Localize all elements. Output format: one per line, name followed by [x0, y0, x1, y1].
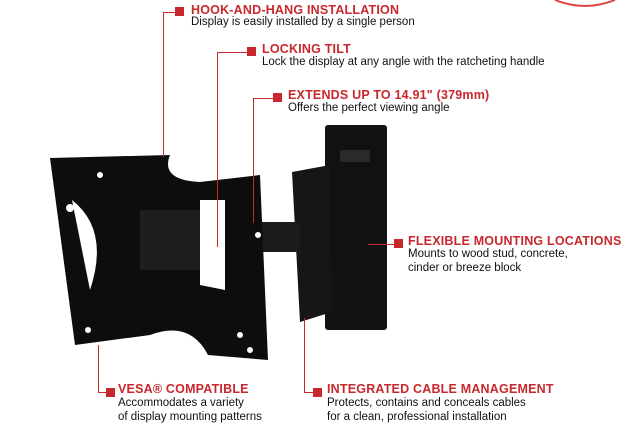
- leader-line: [163, 12, 175, 13]
- callout-title: HOOK-AND-HANG INSTALLATION: [191, 3, 400, 17]
- callout-desc: for a clean, professional installation: [327, 411, 507, 423]
- leader-line: [304, 392, 314, 393]
- callout-title: INTEGRATED CABLE MANAGEMENT: [327, 382, 554, 396]
- bullet-square-icon: [313, 388, 322, 397]
- callout-desc: of display mounting patterns: [118, 411, 262, 423]
- bullet-square-icon: [106, 388, 115, 397]
- callout-desc: Accommodates a variety: [118, 397, 244, 409]
- leader-line: [163, 12, 164, 157]
- bullet-square-icon: [175, 7, 184, 16]
- callout-desc: Display is easily installed by a single …: [191, 16, 415, 28]
- badge-edge: [554, 0, 616, 7]
- leader-line: [98, 392, 107, 393]
- callout-desc: Lock the display at any angle with the r…: [262, 56, 545, 68]
- bullet-square-icon: [394, 239, 403, 248]
- leader-line: [98, 345, 99, 392]
- bullet-square-icon: [247, 47, 256, 56]
- bullet-square-icon: [273, 93, 282, 102]
- leader-line: [253, 98, 273, 99]
- callout-desc: Protects, contains and conceals cables: [327, 397, 526, 409]
- callout-title: FLEXIBLE MOUNTING LOCATIONS: [408, 234, 622, 248]
- callout-desc: Mounts to wood stud, concrete,: [408, 248, 568, 260]
- callout-desc: cinder or breeze block: [408, 262, 522, 274]
- callout-desc: Offers the perfect viewing angle: [288, 102, 450, 114]
- leader-line: [253, 98, 254, 223]
- wall-plate: [325, 125, 387, 330]
- leader-line: [217, 52, 247, 53]
- callout-title: EXTENDS UP TO 14.91" (379mm): [288, 88, 490, 102]
- leader-line: [368, 244, 396, 245]
- swing-arm: [292, 165, 332, 322]
- leader-line: [304, 318, 305, 392]
- leader-line: [217, 52, 218, 247]
- callout-title: LOCKING TILT: [262, 42, 351, 56]
- callout-title: VESA® COMPATIBLE: [118, 382, 249, 396]
